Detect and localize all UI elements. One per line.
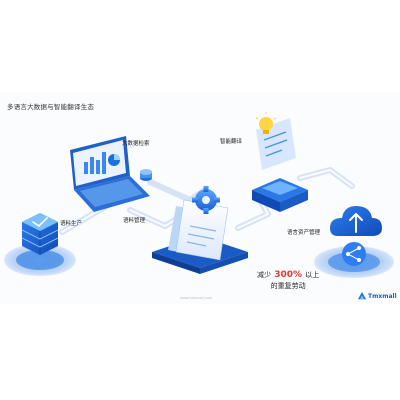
tmxmall-logo: Tmxmall <box>358 292 397 300</box>
corpus-production-node <box>4 213 76 276</box>
language-asset-management-node <box>314 206 394 278</box>
label-corpus-production: 语料生产 <box>60 221 83 227</box>
callout-prefix: 减少 <box>257 271 271 279</box>
callout-percent: 300% <box>274 270 303 280</box>
logo-text: Tmxmall <box>368 292 397 300</box>
callout-suffix: 以上 <box>305 271 320 279</box>
big-data-retrieval-node <box>70 136 152 212</box>
tmxmall-logo-icon <box>358 292 366 300</box>
smart-translation-node <box>252 112 308 212</box>
callout-line2: 的重复劳动 <box>270 282 306 290</box>
label-corpus-management: 语料管理 <box>123 218 146 224</box>
corpus-management-node <box>152 186 248 274</box>
diagram-title: 多语言大数据与智能翻译生态 <box>7 103 95 111</box>
reduction-callout: 减少 300% 以上 的重复劳动 <box>257 270 319 291</box>
label-language-asset-management: 语言资产管理 <box>287 230 321 236</box>
label-smart-translation: 智能翻译 <box>220 139 243 145</box>
label-big-data-retrieval: 大数据检索 <box>122 141 150 147</box>
footer-url: www.tmxmall.com <box>180 296 213 300</box>
